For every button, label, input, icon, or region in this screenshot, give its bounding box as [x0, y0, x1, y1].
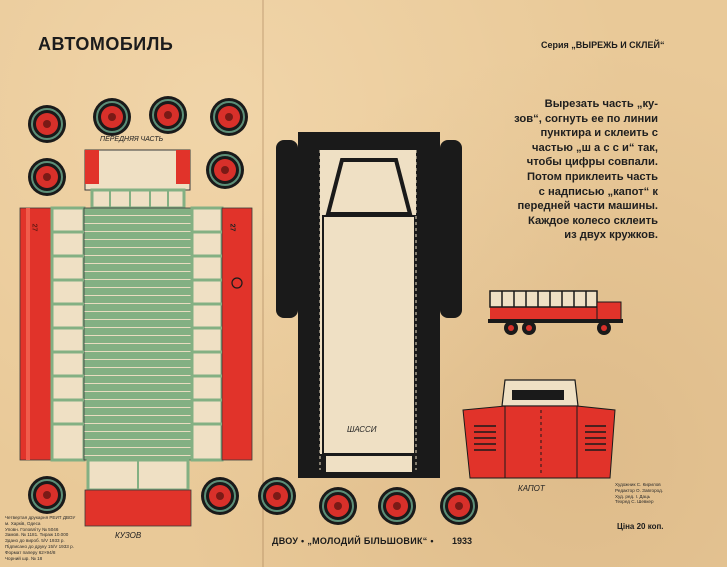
- instruction-line: передней части машины.: [517, 200, 658, 213]
- wheel-cutout: [27, 475, 67, 515]
- instruction-line: пунктира и склеить с: [540, 127, 658, 140]
- wheel-cutout: [209, 97, 249, 137]
- price-label: Ціна 20 коп.: [617, 522, 664, 531]
- front-part-label: ПЕРЕДНЯЯ ЧАСТЬ: [100, 136, 164, 143]
- chassis-label: ШАССИ: [347, 425, 377, 434]
- instruction-line: Каждое колесо склеить: [528, 214, 658, 227]
- wheel-cutout: [27, 157, 67, 197]
- wheel-cutout: [92, 97, 132, 137]
- instruction-line: чтобы цифры совпали.: [526, 156, 658, 169]
- instruction-line: Вырезать часть „ку-: [544, 98, 658, 110]
- wheel-cutout: [148, 95, 188, 135]
- instructions-text: Вырезать часть „ку- зов“, согнуть ее по …: [468, 97, 658, 243]
- series-label: Серия „ВЫРЕЖЬ И СКЛЕЙ“: [541, 40, 665, 50]
- publication-year: 1933: [452, 536, 473, 546]
- fold-line: [262, 0, 264, 567]
- instruction-line: с надписью „капот“ к: [538, 185, 658, 198]
- wheel-cutout: [27, 104, 67, 144]
- wheel-cutout: [205, 150, 245, 190]
- wheel-cutout: [439, 486, 479, 526]
- body-cutout: [19, 149, 253, 527]
- instruction-line: частью „ш а с с и“ так,: [532, 141, 658, 154]
- wheel-cutout: [318, 486, 358, 526]
- assembled-car-illustration: [488, 290, 623, 335]
- page-title: АВТОМОБИЛЬ: [38, 34, 174, 54]
- instruction-line: Потом приклеить часть: [526, 170, 658, 183]
- wheel-cutout: [377, 486, 417, 526]
- body-label: КУЗОВ: [115, 531, 142, 540]
- wheel-cutout: [257, 476, 297, 516]
- chassis-cutout: [276, 132, 462, 478]
- printing-credits: Четвертая друкарня РЕИТ ДВОУ м. Харків, …: [5, 515, 76, 561]
- side-number-left: 27: [30, 223, 38, 232]
- publisher-line: ДВОУ • „МОЛОДИЙ БІЛЬШОВИК“ •: [272, 536, 434, 546]
- hood-label: КАПОТ: [518, 484, 545, 493]
- wheel-cutout: [200, 476, 240, 516]
- hood-cutout: [462, 379, 616, 479]
- instruction-line: зов“, согнуть ее по линии: [514, 112, 658, 125]
- side-number-right: 27: [228, 223, 236, 232]
- instruction-line: из двух кружков.: [564, 229, 658, 242]
- editorial-credits: Художник С. Кирилов Редактор О. Завгород…: [615, 482, 664, 505]
